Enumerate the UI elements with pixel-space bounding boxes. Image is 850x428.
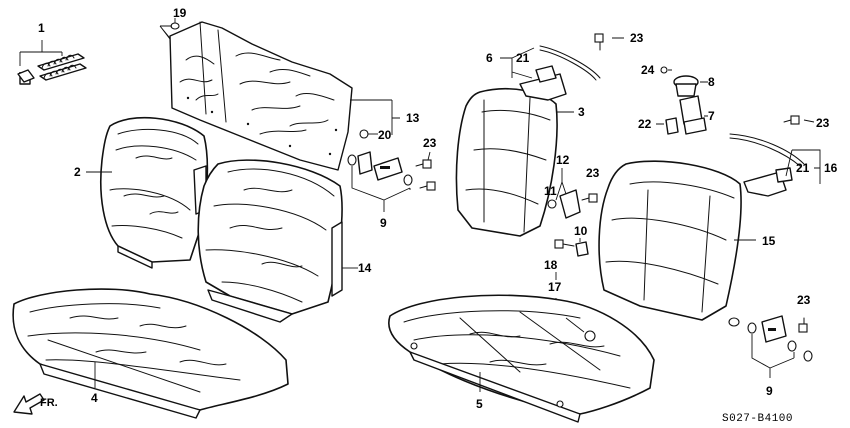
callout-c12: 12 [556,153,570,167]
front-direction-label: FR. [40,397,58,409]
clip-bundle [17,40,87,85]
left-seat-cushion-4 [12,288,289,419]
center-seat-back-14 [197,159,358,323]
callout-c13: 13 [406,111,420,125]
callout-c24: 24 [641,63,655,77]
left-seat-back-2 [86,116,209,269]
callout-c11: 11 [544,184,557,198]
callout-c3: 3 [578,105,585,119]
callout-c8: 8 [708,75,715,89]
hinge-set-9-left [347,151,413,212]
callout-c4: 4 [91,391,98,405]
callout-c23a: 23 [630,31,644,45]
callout-c17: 17 [548,280,562,294]
front-direction-arrow [13,393,45,415]
callout-c18: 18 [544,258,558,272]
callout-c1: 1 [38,21,45,35]
callout-c23c: 23 [586,166,600,180]
callout-c23b: 23 [423,136,437,150]
diagram-code: S027-B4100 [722,413,793,425]
right-seat-cushion-5 [388,294,655,423]
callout-c16: 16 [824,161,838,175]
right-seat-back-15 [598,160,756,321]
callout-c22: 22 [638,117,652,131]
screw-20 [359,129,378,139]
callout-c23d: 23 [816,116,830,130]
callout-c7: 7 [708,109,715,123]
callout-c23e: 23 [797,293,811,307]
bracket-16 [729,133,821,197]
callout-c9b: 9 [766,384,773,398]
callout-c6: 6 [486,51,493,65]
callout-c10: 10 [574,224,588,238]
callout-c2: 2 [74,165,81,179]
callout-c20: 20 [378,128,392,142]
callout-c21a: 21 [516,51,530,65]
callout-c21b: 21 [796,161,810,175]
bracket-6 [500,45,601,101]
seat-back-frame-13 [169,21,400,171]
hinge-set-9-right [728,315,813,378]
screw-19 [159,18,187,61]
callout-c19: 19 [173,6,187,20]
callout-c5: 5 [476,397,483,411]
callout-c15: 15 [762,234,776,248]
callout-c9a: 9 [380,216,387,230]
screws-23 [415,33,815,333]
latch-assembly-7-8 [656,66,708,135]
callout-c14: 14 [358,261,372,275]
